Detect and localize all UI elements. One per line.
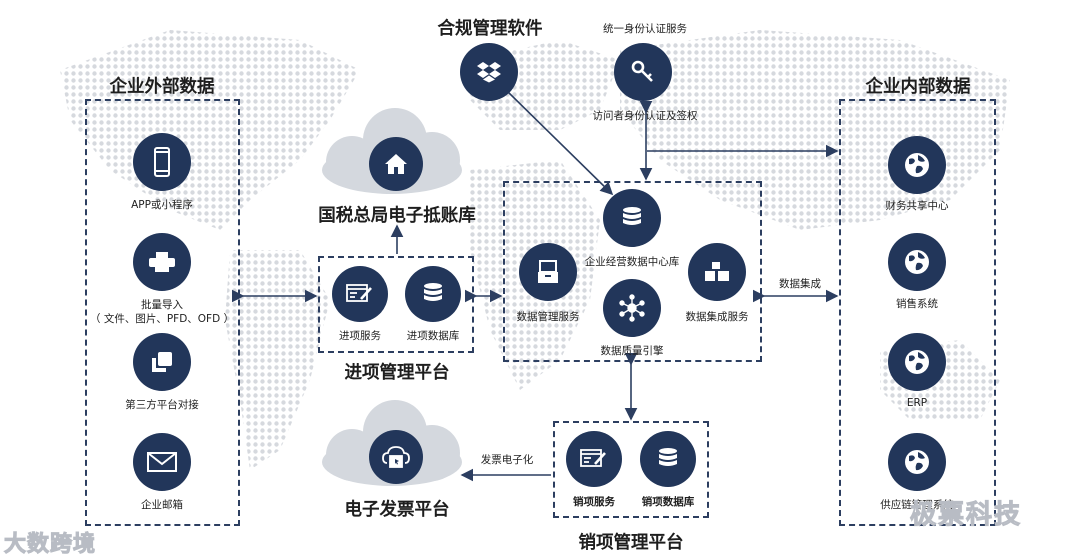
external-item-import-sub: （ 文件、图片、PFD、OFD ）: [89, 313, 235, 325]
home-icon: [369, 137, 423, 191]
external-data-title: 企业外部数据: [109, 77, 215, 97]
input-platform-box: [318, 256, 474, 353]
internal-data-title: 企业内部数据: [865, 77, 971, 97]
data-quality-label: 数据质量引擎: [600, 345, 664, 357]
internal-item-supply-chain: 供应链管理系统: [880, 499, 954, 511]
database-icon: [405, 266, 461, 322]
printer-icon: [133, 233, 191, 291]
globe-icon: [888, 136, 946, 194]
invoice-cloud-label: 电子发票平台: [344, 500, 450, 520]
database-icon: [603, 189, 661, 247]
cloud-invoice-icon: [369, 430, 423, 484]
output-service-label: 销项服务: [573, 496, 615, 508]
output-platform-box: [553, 421, 709, 518]
input-service-label: 进项服务: [339, 330, 381, 342]
e-invoice-arrow-label: 发票电子化: [480, 454, 534, 466]
internal-item-finance: 财务共享中心: [885, 200, 949, 212]
internal-item-sales: 销售系统: [896, 298, 938, 310]
output-platform-title: 销项管理平台: [578, 533, 684, 553]
invoice-edit-icon: [566, 431, 622, 487]
globe-icon: [888, 333, 946, 391]
tax-cloud-label: 国税总局电子抵账库: [318, 206, 476, 226]
internal-data-box: [839, 99, 996, 526]
key-icon: [614, 43, 672, 101]
drawer-icon: [519, 243, 577, 301]
network-icon: [603, 279, 661, 337]
data-mgmt-label: 数据管理服务: [516, 311, 580, 323]
smartphone-icon: [133, 133, 191, 191]
globe-icon: [888, 433, 946, 491]
database-icon: [640, 431, 696, 487]
watermark-right: 极票科技: [909, 500, 1023, 531]
input-database-label: 进项数据库: [406, 330, 460, 342]
external-item-email: 企业邮箱: [141, 499, 183, 511]
data-center-label: 企业经营数据中心库: [584, 256, 680, 268]
internal-item-erp: ERP: [906, 397, 928, 409]
data-integration-arrow-label: 数据集成: [779, 278, 821, 290]
output-database-label: 销项数据库: [641, 496, 695, 508]
watermark-left: 大数跨境: [3, 532, 97, 558]
envelope-icon: [133, 433, 191, 491]
input-platform-title: 进项管理平台: [344, 363, 450, 383]
globe-icon: [888, 233, 946, 291]
dropbox-icon: [460, 43, 518, 101]
external-item-import: 批量导入: [141, 299, 183, 311]
external-data-box: [85, 99, 240, 526]
copy-icon: [133, 333, 191, 391]
visitor-auth-label: 访问者身份认证及签权: [592, 110, 698, 122]
compliance-software-label: 合规管理软件: [437, 19, 543, 39]
external-item-app: APP或小程序: [131, 199, 193, 211]
unified-auth-label: 统一身份认证服务: [603, 23, 687, 35]
invoice-edit-icon: [332, 266, 388, 322]
arrow-compliance-to-center: [507, 91, 614, 196]
external-item-third-party: 第三方平台对接: [125, 399, 199, 411]
boxes-icon: [688, 243, 746, 301]
data-integration-service-label: 数据集成服务: [685, 311, 749, 323]
